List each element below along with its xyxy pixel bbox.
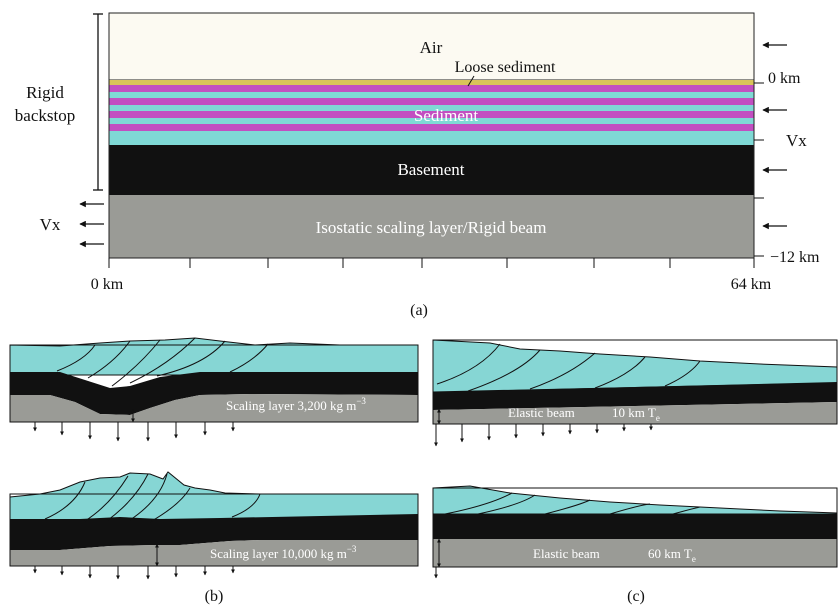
basement-band (433, 382, 837, 410)
panel-b-bottom-model: Scaling layer 10,000 kg m−3 (b) (9, 471, 419, 605)
distance-end-label: 64 km (731, 276, 772, 293)
rigid-backstop-bracket (93, 13, 103, 191)
elastic-beam-body (433, 539, 837, 567)
panel-b-top-model: Scaling layer 3,200 kg m−3 (9, 337, 419, 442)
distance-axis-ticks (108, 258, 755, 268)
caption-b: (b) (205, 588, 224, 605)
te-label-top: 10 km Te (612, 405, 660, 423)
scaling-layer-body (10, 394, 418, 422)
caption-c: (c) (627, 588, 645, 605)
loose-sediment-leader (467, 75, 475, 87)
depth-bottom-label: −12 km (770, 249, 820, 266)
basement-band (10, 372, 418, 415)
loading-arrows (33, 422, 235, 442)
panel-a: Air Loose sediment Sediment Basement Iso… (15, 12, 820, 319)
air-layer (108, 12, 755, 81)
scaling-label-b-bottom: Scaling layer 10,000 kg m−3 (210, 544, 357, 561)
elastic-beam-label-top: Elastic beam (508, 405, 575, 420)
thrust-faults (436, 343, 701, 392)
rigid-label: Rigid (26, 83, 64, 102)
basement-band (10, 514, 418, 550)
basement-layer (109, 145, 754, 195)
thrust-faults (444, 492, 701, 515)
scaling-layer (109, 195, 754, 258)
vx-left-label: Vx (40, 215, 61, 234)
distance-start-label: 0 km (91, 276, 124, 293)
basement-band (433, 514, 837, 539)
air-label: Air (420, 38, 443, 57)
scaling-layer-body (10, 540, 418, 566)
elastic-beam-body (433, 402, 837, 424)
depth-axis (754, 82, 764, 257)
panel-c-bottom-model: Elastic beam 60 km Te (c) (432, 485, 838, 605)
loading-arrows (33, 566, 235, 580)
sediment-layer (109, 85, 754, 145)
loose-sediment-label: Loose sediment (455, 59, 556, 76)
panel-c-top-model: Elastic beam 10 km Te (432, 339, 838, 447)
thrust-faults (56, 337, 269, 387)
te-label-bottom: 60 km Te (648, 546, 696, 564)
depth-top-label: 0 km (768, 70, 801, 87)
right-velocity-arrows (762, 41, 787, 230)
basement-label: Basement (397, 160, 464, 179)
caption-a: (a) (410, 302, 428, 319)
scaling-layer-label: Isostatic scaling layer/Rigid beam (316, 218, 547, 237)
vx-right-label: Vx (786, 131, 807, 150)
wedge-sediment (9, 471, 419, 523)
loose-sediment-layer (109, 80, 754, 85)
elastic-beam-label-bottom: Elastic beam (533, 546, 600, 561)
left-velocity-arrows (79, 200, 104, 248)
sediment-label: Sediment (414, 106, 478, 125)
wedge-sediment (9, 337, 419, 376)
backstop-label: backstop (15, 106, 75, 125)
thrust-faults (44, 473, 261, 523)
loading-arrows (434, 424, 653, 447)
scaling-label-b-top: Scaling layer 3,200 kg m−3 (226, 396, 366, 413)
wedge-sediment (432, 485, 838, 515)
